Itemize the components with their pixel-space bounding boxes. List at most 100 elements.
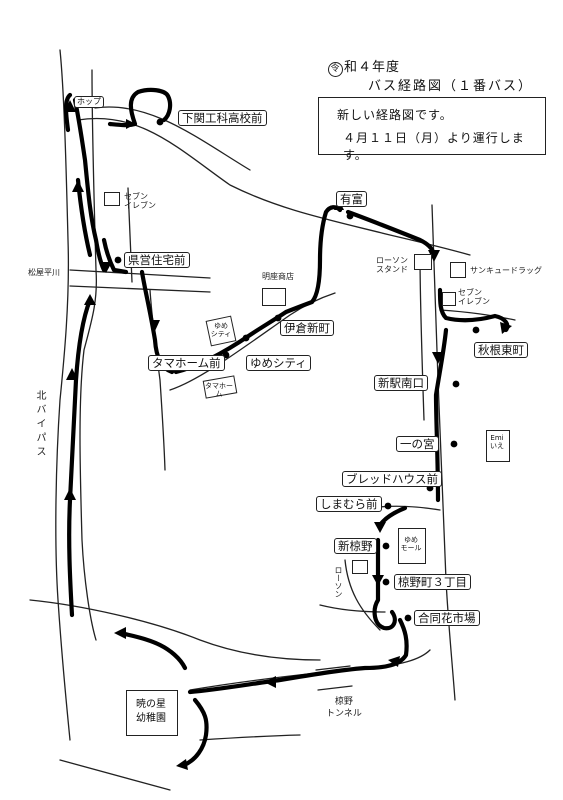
- road-north-diagonal-2: [94, 106, 251, 171]
- stop-label-shimamura: しまむら前: [316, 496, 382, 512]
- route-west-up: [67, 297, 93, 618]
- stop-dot-kosen: [156, 118, 164, 126]
- stop-dot-ryono3: [382, 578, 390, 586]
- road-south-main: [189, 649, 431, 691]
- road-south-low: [199, 734, 301, 741]
- route-hanaichi: [187, 617, 409, 695]
- landmark-yume-mall: ゆめ モール: [400, 536, 422, 552]
- road-ikura-diag: [169, 292, 336, 391]
- era-mark: 令: [328, 62, 343, 77]
- seven-eleven-2-building: [442, 292, 456, 306]
- landmark-yume-city-building: ゆめ シティ: [210, 322, 232, 338]
- road-east-trunk: [431, 204, 456, 701]
- arrow-bottom-2: [264, 676, 276, 688]
- route-aritomi-east: [345, 209, 437, 257]
- road-ryono: [344, 559, 381, 631]
- emi-building: [486, 430, 510, 462]
- stop-dot-akine: [472, 326, 480, 334]
- stop-label-shimonoseki-kosen: 下関工科高校前: [178, 110, 267, 126]
- stop-label-ikura-shinmachi: 伊倉新町: [280, 320, 334, 336]
- arrow-west-mid: [72, 180, 84, 192]
- route-top-west-turn: [63, 92, 73, 133]
- arrow-west-up-3: [84, 294, 96, 305]
- route-ikura: [173, 205, 343, 375]
- landmark-lawson-1: ローソン スタンド: [376, 256, 408, 274]
- route-arrows: [64, 100, 512, 770]
- stop-label-ryono-3chome: 椋野町３丁目: [394, 574, 471, 590]
- stop-dot-yume: [242, 334, 250, 342]
- stop-label-aritomi: 有富: [336, 191, 367, 207]
- landmark-crossing: 松屋平川: [28, 268, 60, 277]
- arrow-tamahome: [150, 320, 160, 331]
- stop-dot-shineki: [452, 380, 460, 388]
- route-southwest: [117, 630, 188, 671]
- stop-label-akine-higashi: 秋根東町: [474, 342, 528, 358]
- arrow-bottom-1: [388, 656, 400, 667]
- road-ryono-2: [319, 604, 386, 613]
- stop-label-bread-house: ブレッドハウス前: [342, 471, 442, 487]
- notice-line-2: ４月１１日（月）より運行します。: [343, 131, 525, 162]
- seven-eleven-1-building: [104, 192, 120, 206]
- notice-line-1: 新しい経路図です。: [337, 108, 453, 122]
- stop-dot-shinryono: [382, 542, 390, 550]
- arrow-akine: [500, 322, 512, 334]
- stop-dot-kenei: [114, 256, 122, 264]
- sundrug-building: [450, 262, 466, 278]
- arrow-kg: [176, 759, 188, 770]
- landmark-seven-eleven-2: セブン イレブン: [458, 288, 490, 306]
- bus-route: [63, 87, 510, 768]
- route-ryono-down: [372, 537, 397, 631]
- kindergarten-building: [126, 690, 178, 736]
- arrow-east-down: [432, 352, 444, 364]
- arrow-west-up-2: [66, 368, 78, 380]
- stop-dot-hanaichi: [404, 614, 412, 622]
- road-south-west: [29, 599, 321, 661]
- landmark-lawson-2: ローソン: [334, 566, 343, 598]
- lawson-1-building: [414, 254, 432, 270]
- arrow-west-up-1: [64, 488, 76, 500]
- landmark-sundrug: サンキュードラッグ: [470, 266, 542, 275]
- arrow-kenei: [100, 262, 112, 273]
- stop-dot-aritomi: [346, 212, 354, 220]
- route-akine: [437, 287, 510, 333]
- stop-dot-ichinomiya: [450, 440, 458, 448]
- arrow-top-left: [64, 100, 76, 112]
- stop-label-kenei-jutaku: 県営住宅前: [124, 252, 190, 268]
- stop-label-godo-hana: 合同花市場: [414, 610, 480, 626]
- arrow-sw: [114, 627, 126, 639]
- stop-label-tamahome: タマホーム前: [148, 355, 225, 371]
- road-akine: [439, 309, 516, 321]
- landmark-emi: Emi いえ: [490, 434, 504, 450]
- map-title-year: 令和４年度: [328, 56, 400, 77]
- stop-label-shineki-minami: 新駅南口: [374, 375, 428, 391]
- stop-dots: [114, 118, 480, 622]
- road-east-trunk-2: [419, 254, 425, 421]
- stop-dot-shimamura: [384, 502, 392, 510]
- road-tunnel-2: [317, 685, 353, 691]
- road-west-bypass-outer: [55, 49, 71, 741]
- landmark-bypass: 北バイパス: [34, 390, 45, 460]
- arrow-top-right: [126, 119, 136, 129]
- stop-dot-ikura: [274, 314, 282, 322]
- landmark-seven-eleven-1: セブン イレブン: [124, 192, 156, 210]
- map-title: バス経路図（１番バス）: [368, 79, 534, 94]
- stop-label-ichinomiya: 一の宮: [396, 436, 439, 452]
- route-loop-top: [72, 97, 107, 273]
- stop-label-shin-ryono: 新椋野: [334, 538, 377, 554]
- stop-label-yume-city: ゆめシティ: [246, 355, 311, 371]
- road-tunnel-1: [315, 665, 351, 671]
- meiza-building: [262, 288, 286, 306]
- road-crossing-east: [69, 269, 211, 279]
- road-west-bypass-inner: [79, 69, 98, 641]
- arrow-shimamura: [374, 522, 386, 533]
- lawson-2-building: [352, 560, 368, 574]
- landmark-hop: ホップ: [74, 96, 104, 108]
- route-seg-kenei: [101, 237, 129, 275]
- yume-mall-building: [398, 528, 426, 564]
- landmark-meiza: 明座商店: [262, 272, 294, 281]
- landmark-tunnel: 椋野 トンネル: [326, 697, 362, 719]
- route-east-down: [433, 327, 449, 503]
- arrow-ryono: [372, 575, 384, 586]
- title-year-text: 和４年度: [344, 60, 401, 75]
